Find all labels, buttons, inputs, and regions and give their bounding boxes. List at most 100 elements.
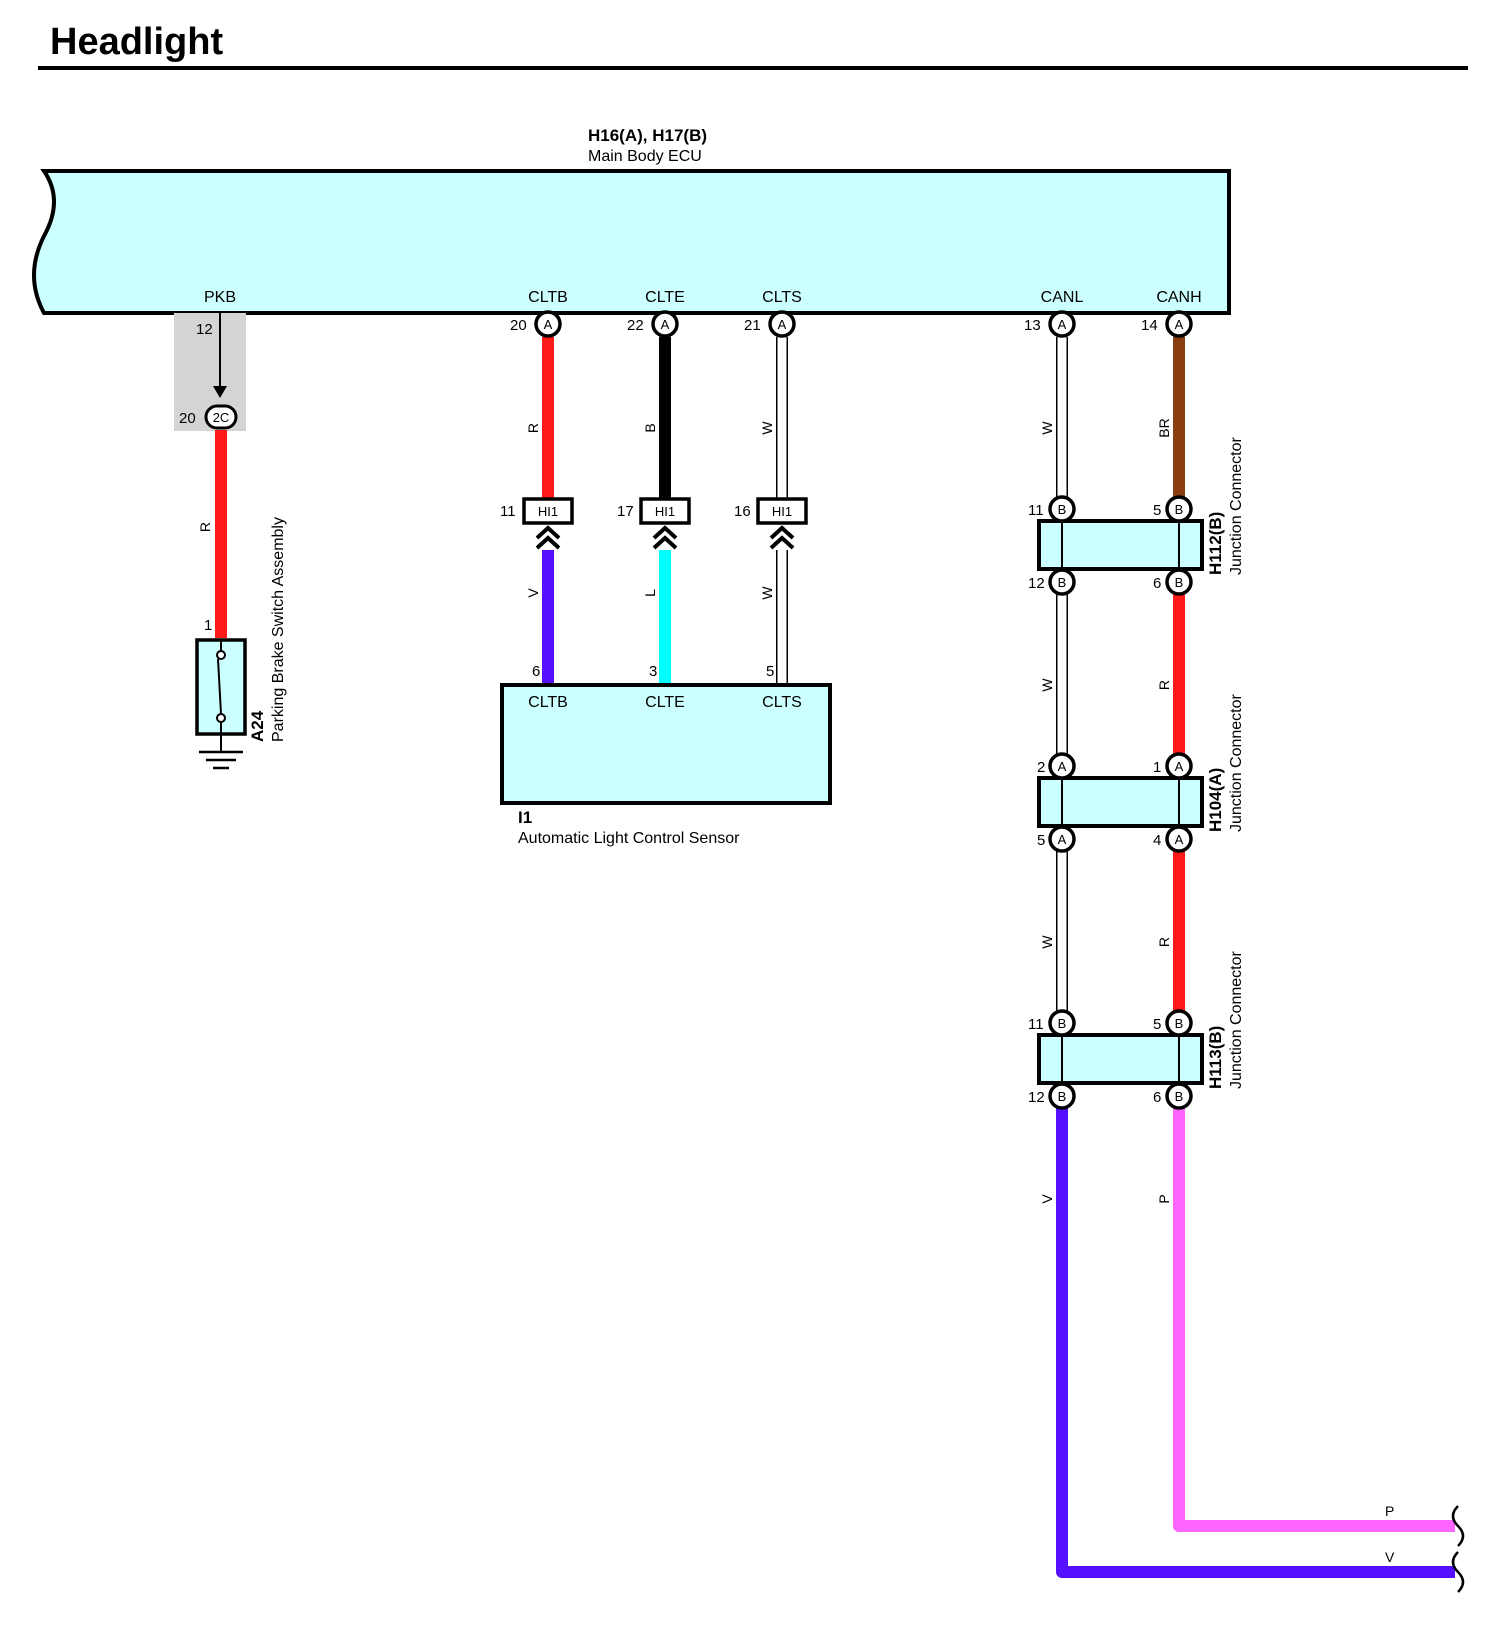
h112-pin-r-bot: 6 [1153, 575, 1161, 592]
h104-code: H104(A) [1206, 768, 1225, 832]
h112-code: H112(B) [1206, 512, 1225, 575]
sensor-name: Automatic Light Control Sensor [518, 830, 740, 847]
svg-text:A: A [1058, 832, 1067, 847]
canh-label-4: P [1156, 1194, 1172, 1203]
out-v-label: V [1385, 1549, 1395, 1565]
ground-icon [199, 750, 243, 770]
ecu-terminal-cltb: CLTB [528, 289, 568, 306]
clts-ecu-pin: 21 [744, 317, 761, 334]
canh-label-2: R [1156, 680, 1172, 690]
svg-text:A: A [544, 317, 553, 332]
svg-text:HI1: HI1 [772, 504, 792, 519]
canh-wire-p [1173, 1108, 1455, 1532]
canl-ecu-pin: 13 [1024, 317, 1041, 334]
hi1-connector-clts: HI1 [756, 497, 808, 550]
canl-label-1: W [1039, 421, 1055, 435]
pkb-wire-label: R [197, 522, 213, 532]
canh-ecu-pin: 14 [1141, 317, 1158, 334]
canl-connector-pin: A [1048, 310, 1076, 338]
sensor-terminal-clte: CLTE [645, 694, 685, 711]
out-p-label: P [1385, 1503, 1394, 1519]
page-title: Headlight [50, 21, 223, 63]
h113-pin-l-top: 11 [1028, 1016, 1044, 1033]
cltb-lower-label: V [525, 588, 541, 598]
splice-2c [204, 404, 238, 430]
canh-connector-pin: A [1165, 310, 1193, 338]
svg-text:B: B [1175, 575, 1184, 590]
canl-wire-v [1056, 1108, 1455, 1578]
cltb-upper-label: R [525, 423, 541, 433]
svg-text:A: A [661, 317, 670, 332]
canh-label-3: R [1156, 937, 1172, 947]
switch-code: A24 [248, 710, 267, 742]
ecu-name: Main Body ECU [588, 148, 702, 165]
junction-h112: B B B B [1037, 495, 1204, 596]
h112-pin-l-top: 11 [1028, 502, 1044, 519]
svg-text:B: B [1175, 1016, 1184, 1031]
ecu-terminal-clts: CLTS [762, 289, 802, 306]
main-body-ecu-box [32, 169, 1231, 315]
h104-pin-l-top: 2 [1037, 759, 1045, 776]
clte-ecu-pin: 22 [627, 317, 644, 334]
ecu-terminal-canh: CANH [1156, 289, 1201, 306]
hi1-pin-clte: 17 [617, 503, 634, 520]
splice-pin: 20 [179, 410, 196, 427]
svg-text:B: B [1175, 1089, 1184, 1104]
svg-text:A: A [1175, 759, 1184, 774]
h104-pin-r-top: 1 [1153, 759, 1161, 776]
switch-lever [217, 658, 222, 715]
h113-code: H113(B) [1206, 1026, 1225, 1089]
sensor-code: I1 [518, 808, 532, 827]
h104-pin-r-bot: 4 [1153, 832, 1161, 849]
canl-label-2: W [1039, 678, 1055, 692]
break-mark-p [1451, 1505, 1465, 1547]
sensor-terminal-cltb: CLTB [528, 694, 568, 711]
h112-pin-l-bot: 12 [1028, 575, 1045, 592]
canl-label-4: V [1039, 1194, 1055, 1204]
sensor-terminal-clts: CLTS [762, 694, 802, 711]
svg-text:HI1: HI1 [538, 504, 558, 519]
h113-pin-l-bot: 12 [1028, 1089, 1045, 1106]
h113-pin-r-top: 5 [1153, 1016, 1161, 1033]
clts-upper-label: W [759, 421, 775, 435]
switch-contact-bottom [216, 713, 226, 723]
hi1-pin-cltb: 11 [500, 503, 516, 520]
ecu-terminal-pkb: PKB [204, 289, 236, 306]
clts-lower-label: W [759, 586, 775, 600]
h112-pin-r-top: 5 [1153, 502, 1161, 519]
cltb-ecu-pin: 20 [510, 317, 527, 334]
ecu-terminal-canl: CANL [1041, 289, 1084, 306]
break-mark-v [1451, 1551, 1465, 1593]
svg-text:B: B [1175, 502, 1184, 517]
canh-label-1: BR [1156, 418, 1172, 437]
svg-text:A: A [778, 317, 787, 332]
hi1-connector-cltb: HI1 [522, 497, 574, 550]
pkb-pin: 12 [196, 321, 213, 338]
h104-pin-l-bot: 5 [1037, 832, 1045, 849]
hi1-connector-clte: HI1 [639, 497, 691, 550]
h104-name: Junction Connector [1228, 693, 1245, 832]
switch-name: Parking Brake Switch Assembly [270, 517, 287, 742]
h113-pin-r-bot: 6 [1153, 1089, 1161, 1106]
svg-text:A: A [1058, 317, 1067, 332]
canl-label-3: W [1039, 935, 1055, 949]
ecu-code: H16(A), H17(B) [588, 126, 707, 145]
h113-name: Junction Connector [1228, 950, 1245, 1089]
svg-text:B: B [1058, 575, 1067, 590]
light-sensor-box [500, 683, 832, 805]
splice-tag: 2C [213, 410, 230, 425]
clte-upper-label: B [642, 423, 658, 432]
ecu-terminal-clte: CLTE [645, 289, 685, 306]
sensor-pin-cltb: 6 [532, 663, 540, 680]
clts-connector-pin: A [768, 310, 796, 338]
svg-text:B: B [1058, 502, 1067, 517]
h112-name: Junction Connector [1228, 436, 1245, 575]
switch-contact-top [216, 650, 226, 660]
sensor-pin-clts: 5 [766, 663, 774, 680]
svg-text:A: A [1175, 317, 1184, 332]
switch-pin: 1 [204, 617, 212, 634]
pkb-arrow [213, 386, 227, 398]
svg-text:B: B [1058, 1089, 1067, 1104]
sensor-pin-clte: 3 [649, 663, 657, 680]
